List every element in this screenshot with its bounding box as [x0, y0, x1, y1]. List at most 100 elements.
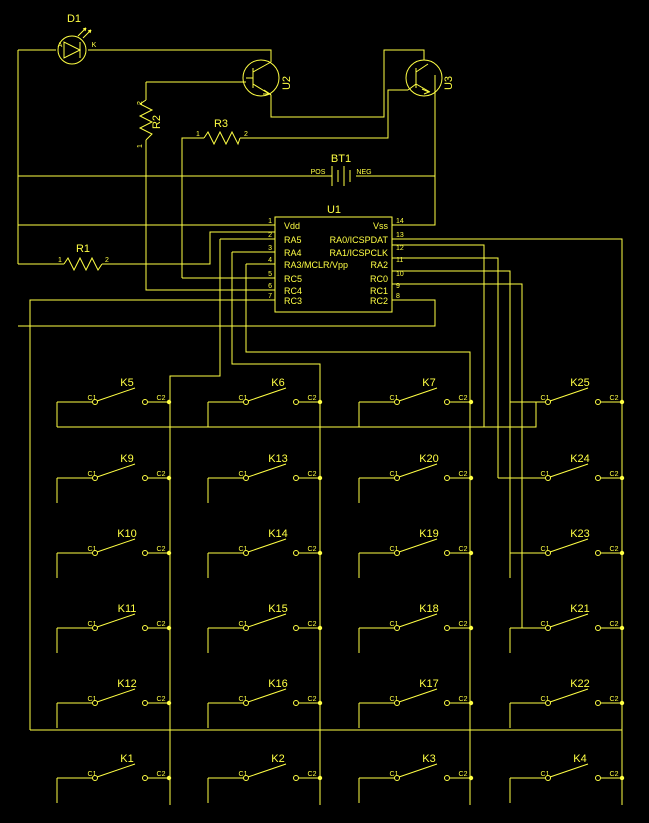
c1-mark: C1: [88, 471, 97, 478]
key-label: K2: [271, 753, 284, 765]
key-label: K3: [422, 753, 435, 765]
u2-refdes: U2: [281, 76, 293, 90]
key-label: K18: [419, 603, 439, 615]
junction-dot: [468, 550, 474, 556]
c1-mark: C1: [239, 471, 248, 478]
transistor-u2: U2: [242, 59, 293, 97]
key-label: K16: [268, 678, 288, 690]
junction-dot: [317, 399, 323, 405]
c1-mark: C1: [541, 771, 550, 778]
junction-dot: [619, 399, 625, 405]
c2-mark: C2: [157, 546, 166, 553]
key-label: K10: [117, 528, 137, 540]
c1-mark: C1: [541, 546, 550, 553]
c1-mark: C1: [88, 771, 97, 778]
u1-pin-label: RC4: [284, 286, 302, 296]
junction-dot: [166, 475, 172, 481]
key-label: K21: [570, 603, 590, 615]
junction-dot: [468, 625, 474, 631]
u3-refdes: U3: [443, 76, 455, 90]
r1-refdes: R1: [76, 243, 90, 255]
u1-pin-number: 3: [268, 245, 272, 252]
junction-dot: [317, 550, 323, 556]
junction-dot: [619, 700, 625, 706]
key-label: K24: [570, 453, 590, 465]
c1-mark: C1: [390, 621, 399, 628]
junction-dot: [619, 475, 625, 481]
u1-pin-label: RC0: [370, 274, 388, 284]
c2-mark: C2: [459, 546, 468, 553]
u1-pin-number: 5: [268, 271, 272, 278]
key-label: K20: [419, 453, 439, 465]
c1-mark: C1: [390, 546, 399, 553]
r3-pin1-mark: 1: [196, 131, 200, 138]
d1-refdes: D1: [67, 13, 81, 25]
c1-mark: C1: [390, 471, 399, 478]
transistor-u3: U3: [405, 59, 455, 97]
led-d1: D1 A K: [57, 13, 97, 65]
c1-mark: C1: [239, 771, 248, 778]
battery-bt1: BT1 POS NEG: [311, 153, 372, 186]
key-label: K9: [120, 453, 133, 465]
c1-mark: C1: [390, 771, 399, 778]
c2-mark: C2: [459, 471, 468, 478]
junction-dot: [468, 475, 474, 481]
c2-mark: C2: [308, 696, 317, 703]
r2-pin1-mark: 1: [137, 144, 144, 148]
junction-dot: [166, 775, 172, 781]
c2-mark: C2: [308, 771, 317, 778]
junction-dot: [468, 700, 474, 706]
u1-pin-number: 6: [268, 283, 272, 290]
key-label: K23: [570, 528, 590, 540]
d1-cathode-mark: K: [92, 42, 97, 49]
r3-refdes: R3: [214, 118, 228, 130]
c2-mark: C2: [610, 621, 619, 628]
junction-dot: [166, 399, 172, 405]
u1-pin-label: RC5: [284, 274, 302, 284]
u1-pin-number: 10: [396, 271, 404, 278]
junction-dot: [166, 625, 172, 631]
junction-dot: [619, 625, 625, 631]
c2-mark: C2: [610, 771, 619, 778]
c1-mark: C1: [239, 395, 248, 402]
u1-pin-label: RA2: [370, 260, 388, 270]
d1-anode-mark: A: [58, 42, 63, 49]
junction-dot: [317, 475, 323, 481]
key-label: K11: [118, 603, 137, 615]
c1-mark: C1: [541, 395, 550, 402]
u1-pin-number: 2: [268, 232, 272, 239]
c2-mark: C2: [157, 471, 166, 478]
r2-pin2-mark: 2: [137, 101, 144, 105]
top-wiring: [17, 49, 436, 291]
u1-pin-number: 7: [268, 293, 272, 300]
r2-refdes: R2: [151, 115, 163, 129]
resistor-r3: R3 1 2: [196, 118, 248, 146]
keypad-wiring: [18, 238, 623, 805]
bt1-refdes: BT1: [331, 153, 351, 165]
u1-pin-number: 8: [396, 293, 400, 300]
key-label: K13: [268, 453, 288, 465]
r1-pin1-mark: 1: [58, 257, 62, 264]
c1-mark: C1: [390, 696, 399, 703]
u1-refdes: U1: [327, 204, 341, 216]
